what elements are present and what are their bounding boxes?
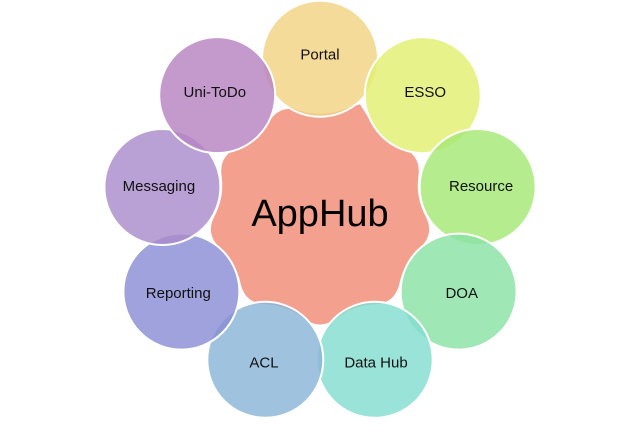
satellite-labels: Portal ESSO Resource DOA Data Hub ACL Re… xyxy=(123,47,514,372)
center-label: AppHub xyxy=(251,193,388,235)
node-label-portal: Portal xyxy=(300,47,339,64)
node-circle-acl xyxy=(206,300,325,419)
node-label-doa: DOA xyxy=(445,285,478,302)
node-label-messaging: Messaging xyxy=(123,178,196,195)
node-circle-doa xyxy=(399,232,518,351)
node-circle-esso xyxy=(363,36,482,155)
node-label-acl: ACL xyxy=(249,355,278,372)
node-label-resource: Resource xyxy=(449,178,513,195)
node-label-data-hub: Data Hub xyxy=(344,355,407,372)
node-label-esso: ESSO xyxy=(404,84,446,101)
node-label-uni-todo: Uni-ToDo xyxy=(184,84,247,101)
satellite-circles xyxy=(103,0,537,419)
node-label-reporting: Reporting xyxy=(146,285,211,302)
node-circle-uni-todo xyxy=(158,36,277,155)
node-circle-messaging xyxy=(103,128,222,246)
